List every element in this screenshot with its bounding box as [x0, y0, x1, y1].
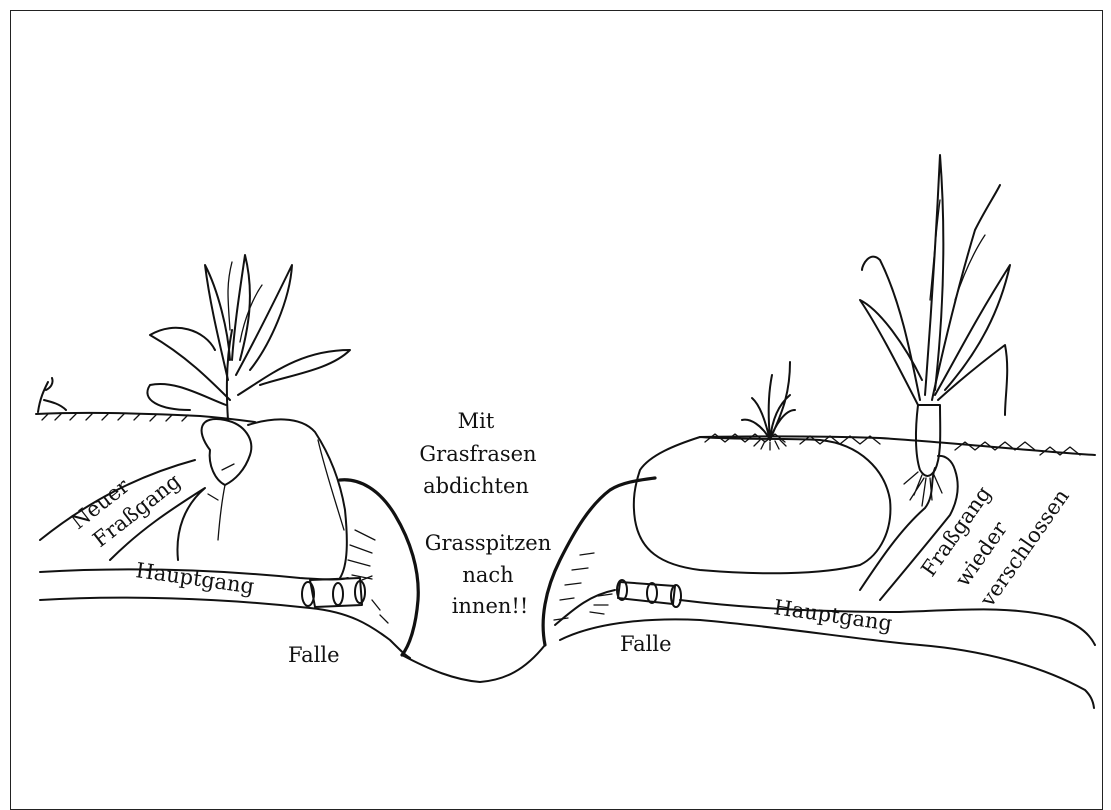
label-falle-left: Falle [288, 643, 340, 667]
leek-plant-icon [860, 155, 1010, 506]
ground-surface-left [36, 413, 255, 422]
label-innen: innen!! [452, 594, 529, 618]
label-mit: Mit [458, 409, 495, 433]
ground-surface-right [700, 434, 1095, 455]
label-hauptgang-left: Hauptgang [134, 558, 255, 598]
label-grasfrasen: Grasfrasen [419, 442, 536, 466]
left-soil-mound [248, 419, 418, 655]
label-grasspitzen: Grasspitzen [425, 531, 552, 555]
label-abdichten: abdichten [423, 474, 529, 498]
trap-pit [402, 645, 545, 682]
label-nach: nach [462, 563, 513, 587]
tube-trap-icon-left [302, 576, 372, 607]
sprout-icon [38, 378, 66, 412]
tube-trap-icon-right [590, 580, 681, 614]
label-falle-right: Falle [620, 632, 672, 656]
beet-plant-icon [147, 255, 350, 540]
